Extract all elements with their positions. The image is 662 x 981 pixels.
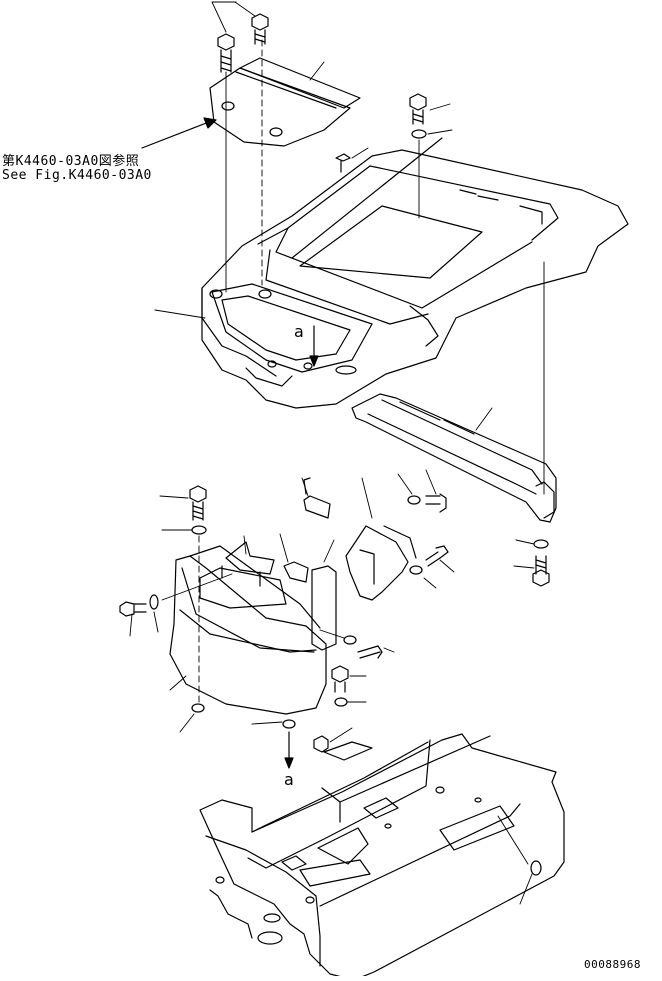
washer-left: [149, 594, 159, 610]
leader-strip: [309, 61, 325, 81]
leader-bolt-mid-left: [159, 495, 189, 499]
angle-bracket: [303, 477, 331, 519]
view-arrow-bottom: [284, 731, 294, 769]
chassis-bolt: [313, 735, 329, 753]
leader-angle-bracket: [301, 477, 309, 497]
leader-chassis-right: [497, 815, 529, 865]
leader-washer-mid-right-2: [423, 577, 437, 589]
leader-bolt-lower-right: [513, 565, 535, 569]
cover-plate: [209, 67, 351, 147]
leader-washer-right-top: [427, 129, 453, 135]
washer-mid-lower: [343, 635, 357, 645]
cover-plate-strip: [239, 57, 361, 109]
leader-washer-lower-right: [515, 539, 535, 545]
bolt-mid-right-2: [425, 545, 449, 567]
side-bracket: [345, 525, 417, 601]
bolt-cover-right: [331, 665, 349, 693]
view-arrow-top: [309, 325, 319, 367]
top-bolt-left: [217, 33, 235, 73]
view-mark-bottom: a: [284, 770, 294, 789]
washer-bottom-left: [191, 703, 205, 713]
leader-side-rail: [475, 407, 493, 431]
bolt-mid-right-1: [425, 493, 447, 513]
washer-mid-right-2: [409, 565, 423, 575]
rivet: [335, 153, 351, 173]
leader-bolt-left: [129, 613, 133, 637]
leader-bracket-b: [279, 533, 289, 563]
bolt-right-top: [409, 93, 427, 125]
drawing-number: 00088968: [584, 958, 641, 971]
inner-bracket-b: [283, 561, 309, 583]
leader-side-bracket: [361, 477, 373, 519]
tall-plate: [311, 565, 337, 651]
leader-front-cover: [169, 675, 187, 691]
leader-top-bolts: [211, 1, 256, 33]
inner-panel: [199, 565, 287, 609]
leader-floor-frame: [154, 309, 206, 319]
washer-cover-right: [334, 697, 348, 707]
leader-bracket-a: [243, 535, 247, 555]
bolt-left: [119, 601, 147, 617]
washer-lower-right: [533, 539, 549, 549]
view-mark-top: a: [294, 322, 304, 341]
leader-chassis-bolt: [329, 727, 353, 743]
washer-right-top: [411, 129, 427, 139]
leader-washer-mid-right-1: [397, 473, 413, 495]
pin: [357, 645, 383, 659]
leader-bolt-mid-right-1: [425, 469, 437, 495]
leader-bolt-right-top: [429, 103, 451, 111]
leader-bolt-mid-right-2: [439, 559, 455, 573]
leader-washer-left: [153, 611, 159, 633]
side-rail: [351, 393, 557, 523]
leader-chassis-grommet: [519, 873, 533, 905]
align-line-mid: [319, 629, 345, 639]
leader-tall-plate: [323, 539, 335, 563]
floor-frame: [201, 137, 629, 409]
reference-arrow: [141, 117, 217, 149]
washer-bottom-mid: [282, 719, 296, 729]
bolt-lower-right: [532, 555, 550, 587]
leader-washer-bottom-left: [179, 713, 195, 733]
top-bolt-right: [251, 13, 269, 45]
washer-mid-left: [191, 525, 207, 535]
inner-bracket-a: [225, 541, 275, 575]
bolt-mid-left: [189, 485, 207, 521]
leader-washer-bottom-mid: [251, 721, 283, 725]
reference-label-en: See Fig.K4460-03A0: [2, 168, 152, 183]
align-line-left: [161, 573, 233, 601]
leader-pin: [383, 647, 395, 653]
reference-label-jp: 第K4460-03A0図参照: [2, 154, 140, 169]
chassis-grommet: [530, 860, 542, 876]
washer-mid-right-1: [407, 495, 421, 505]
leader-rivet: [351, 147, 369, 159]
lower-chassis: [199, 733, 565, 981]
chassis-plate: [323, 741, 373, 761]
